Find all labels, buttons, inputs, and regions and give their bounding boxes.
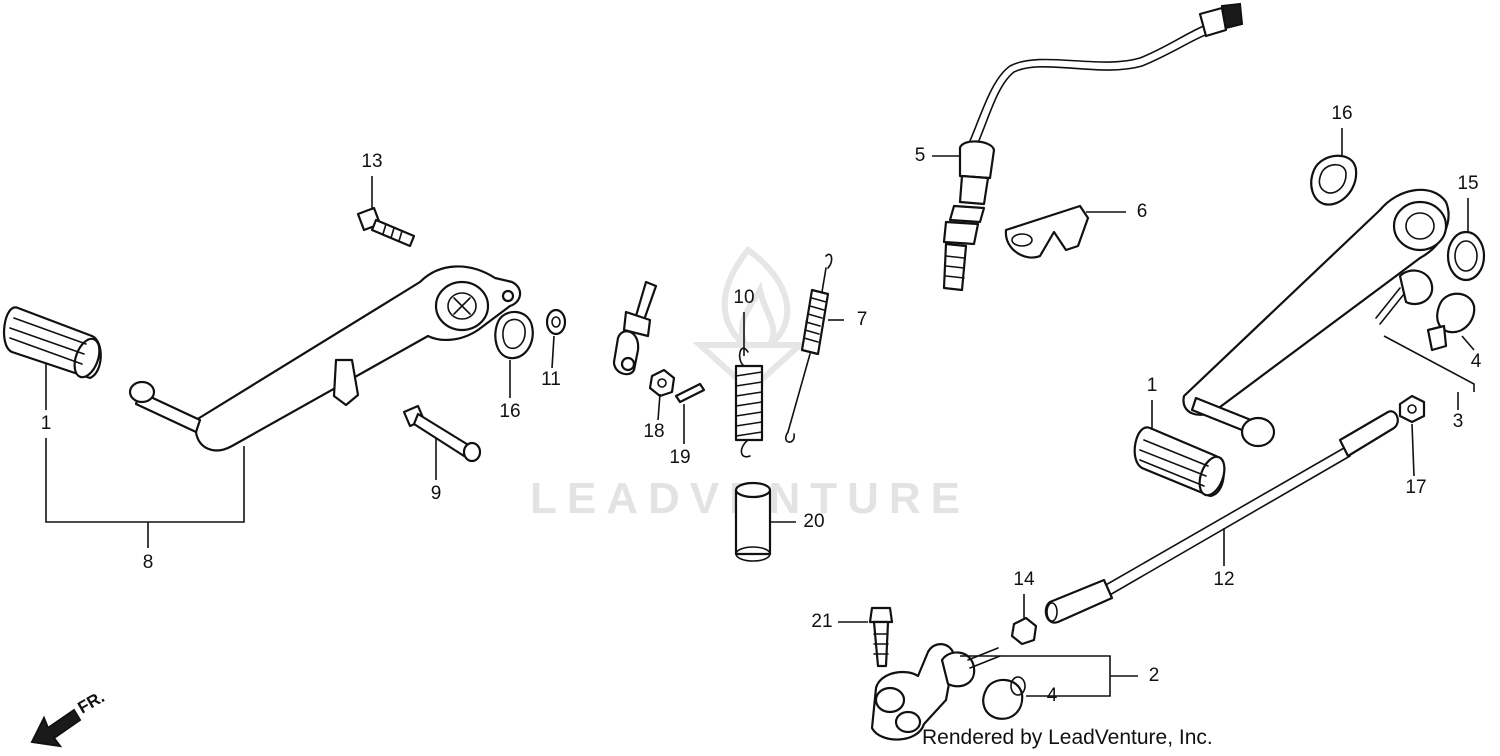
callout-4-lower: 4	[1047, 685, 1058, 706]
callout-12: 12	[1213, 569, 1234, 590]
rod-12	[1044, 410, 1399, 624]
spring-10	[734, 347, 764, 458]
bracket-6	[1004, 204, 1090, 259]
cap-nut-4-upper	[1426, 292, 1476, 352]
pin-19	[674, 382, 706, 404]
sleeve-20	[734, 481, 772, 562]
leader-lines	[45, 128, 1475, 697]
callout-labels: 1 8 13 16 11 9 18 19 10 7 20 5 6 16 15 4…	[41, 103, 1482, 706]
pedal-assembly-left	[128, 265, 522, 452]
callout-14: 14	[1013, 569, 1035, 590]
callout-19: 19	[669, 447, 690, 468]
pedal-assembly-right	[1182, 188, 1450, 448]
nut-17	[1398, 394, 1426, 424]
footpeg-rubber-left	[3, 306, 102, 380]
callout-17: 17	[1405, 477, 1426, 498]
pivot-bolt-9	[402, 404, 482, 463]
callout-8: 8	[143, 552, 154, 573]
callout-11: 11	[541, 369, 561, 390]
callout-21: 21	[811, 611, 832, 632]
callout-15: 15	[1457, 173, 1478, 194]
callout-3: 3	[1453, 411, 1464, 432]
bolt-13	[356, 206, 416, 248]
callout-10: 10	[733, 287, 754, 308]
washer-11	[545, 308, 567, 336]
front-label: FR.	[75, 687, 108, 717]
bolt-21	[868, 606, 894, 668]
arm-2	[870, 643, 1001, 741]
footpeg-rubber-right	[1133, 426, 1226, 498]
callout-13: 13	[361, 151, 382, 172]
callout-2: 2	[1149, 665, 1160, 686]
callout-1-left: 1	[41, 413, 52, 434]
dust-seal-right	[1310, 154, 1358, 206]
callout-6: 6	[1137, 201, 1148, 222]
callout-9: 9	[431, 483, 442, 504]
callout-5: 5	[915, 145, 926, 166]
callout-1-right: 1	[1147, 375, 1158, 396]
front-arrow-icon	[30, 708, 82, 748]
callout-16-right: 16	[1331, 103, 1352, 124]
nut-14	[1010, 616, 1038, 646]
render-credit: Rendered by LeadVenture, Inc.	[922, 726, 1213, 749]
callout-7: 7	[857, 309, 868, 330]
rod-joint	[612, 280, 658, 376]
nut-18	[648, 368, 676, 398]
washer-15	[1446, 230, 1486, 282]
callout-20: 20	[803, 511, 824, 532]
callout-4-upper: 4	[1471, 351, 1482, 372]
callout-16-left: 16	[499, 401, 520, 422]
switch-5	[942, 2, 1244, 292]
spring-7	[785, 253, 833, 443]
cap-nut-4-lower	[982, 676, 1026, 720]
callout-18: 18	[643, 421, 664, 442]
front-direction-indicator: FR.	[30, 687, 108, 748]
